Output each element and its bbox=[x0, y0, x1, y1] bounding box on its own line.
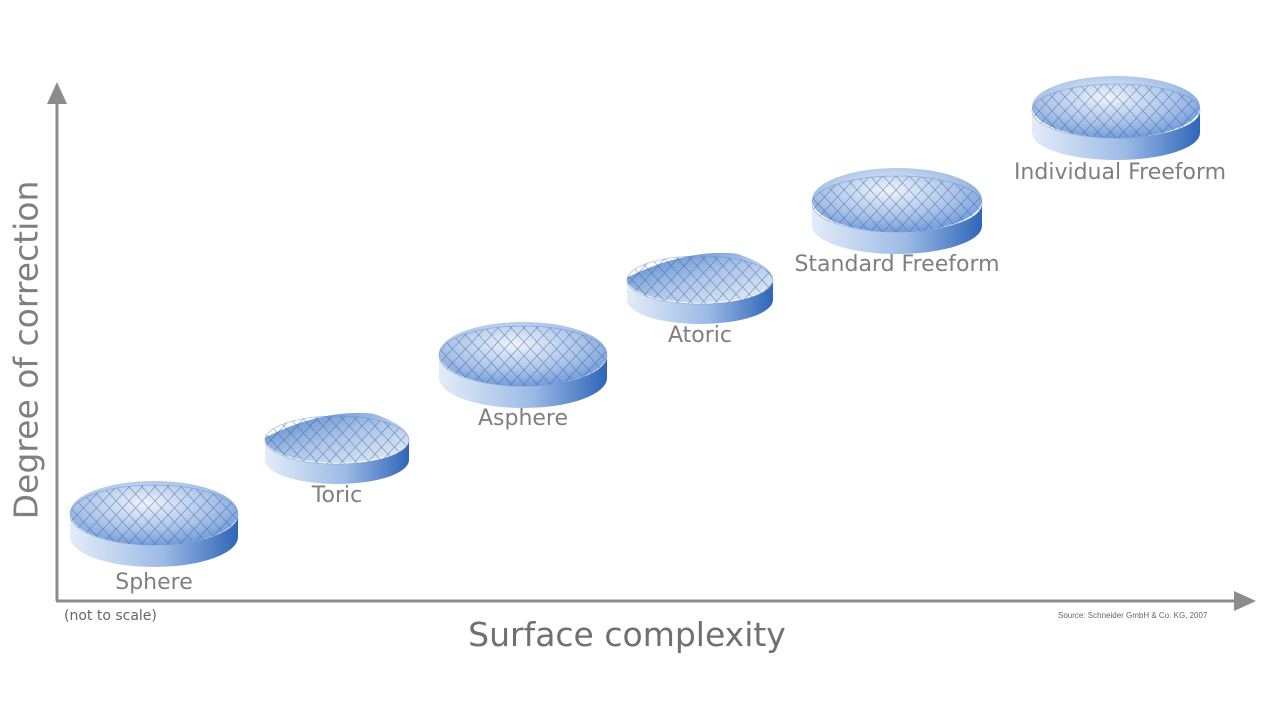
lens-label-standard-freeform: Standard Freeform bbox=[794, 252, 1000, 277]
x-axis-label: Surface complexity bbox=[468, 615, 786, 654]
y-axis-arrow-icon bbox=[47, 82, 67, 104]
lens-sphere bbox=[69, 481, 239, 567]
lens-toric bbox=[264, 412, 410, 484]
lens-asphere bbox=[438, 322, 608, 408]
lens-label-sphere: Sphere bbox=[115, 570, 193, 595]
lens-atoric bbox=[626, 252, 774, 324]
y-axis-label: Degree of correction bbox=[6, 180, 46, 520]
scale-note: (not to scale) bbox=[64, 608, 157, 624]
x-axis-arrow-icon bbox=[1234, 591, 1256, 611]
lens-standard-freeform bbox=[811, 168, 983, 254]
lens-label-individual-freeform: Individual Freeform bbox=[1013, 160, 1227, 185]
source-credit: Source: Schneider GmbH & Co. KG, 2007 bbox=[1058, 611, 1208, 620]
lens-label-atoric: Atoric bbox=[667, 323, 733, 348]
lens-label-asphere: Asphere bbox=[477, 406, 569, 431]
lens-individual-freeform bbox=[1031, 76, 1201, 160]
lens-label-toric: Toric bbox=[311, 483, 363, 508]
